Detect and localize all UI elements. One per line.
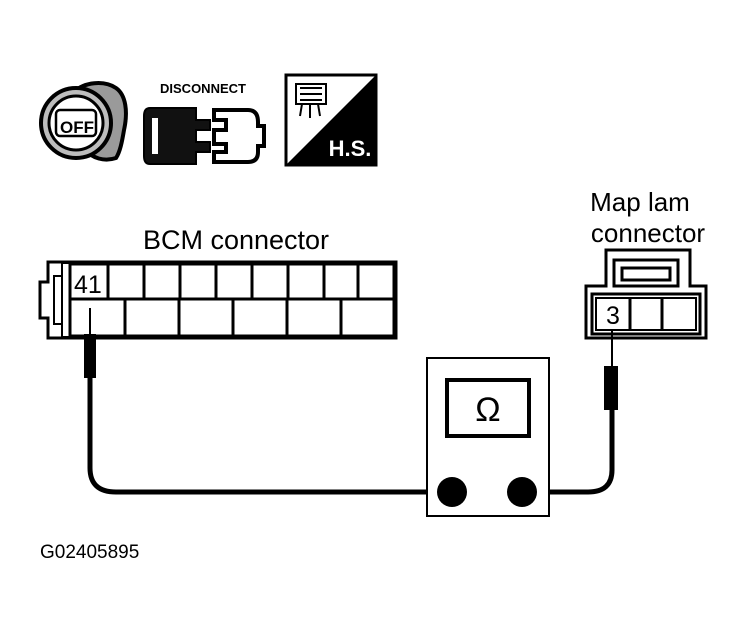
meter-terminal-negative: [437, 477, 467, 507]
bcm-terminal-41: 41: [74, 271, 102, 299]
map-lamp-connector: [584, 248, 708, 340]
connector-disconnect-icon: DISCONNECT: [143, 81, 266, 165]
left-test-lead: [87, 378, 440, 495]
map-lamp-terminal-3: 3: [606, 302, 620, 330]
harness-side-text: H.S.: [329, 136, 372, 161]
map-lamp-title-line1: Map lam: [590, 187, 690, 217]
disconnect-text: DISCONNECT: [160, 81, 246, 96]
bcm-connector: [38, 260, 398, 340]
harness-side-icon: H.S.: [284, 73, 378, 167]
ohmmeter-icon: [426, 357, 550, 517]
ignition-off-text: OFF: [60, 118, 94, 137]
right-probe: [604, 330, 618, 410]
right-test-lead: [528, 410, 615, 495]
map-lamp-title-line2: connector: [591, 218, 706, 248]
meter-terminal-positive: [507, 477, 537, 507]
ohm-symbol: Ω: [475, 391, 500, 429]
bcm-connector-title: BCM connector: [143, 225, 329, 255]
left-probe: [84, 308, 96, 378]
ignition-key-off-icon: OFF: [39, 81, 128, 162]
figure-id: G02405895: [40, 542, 139, 563]
